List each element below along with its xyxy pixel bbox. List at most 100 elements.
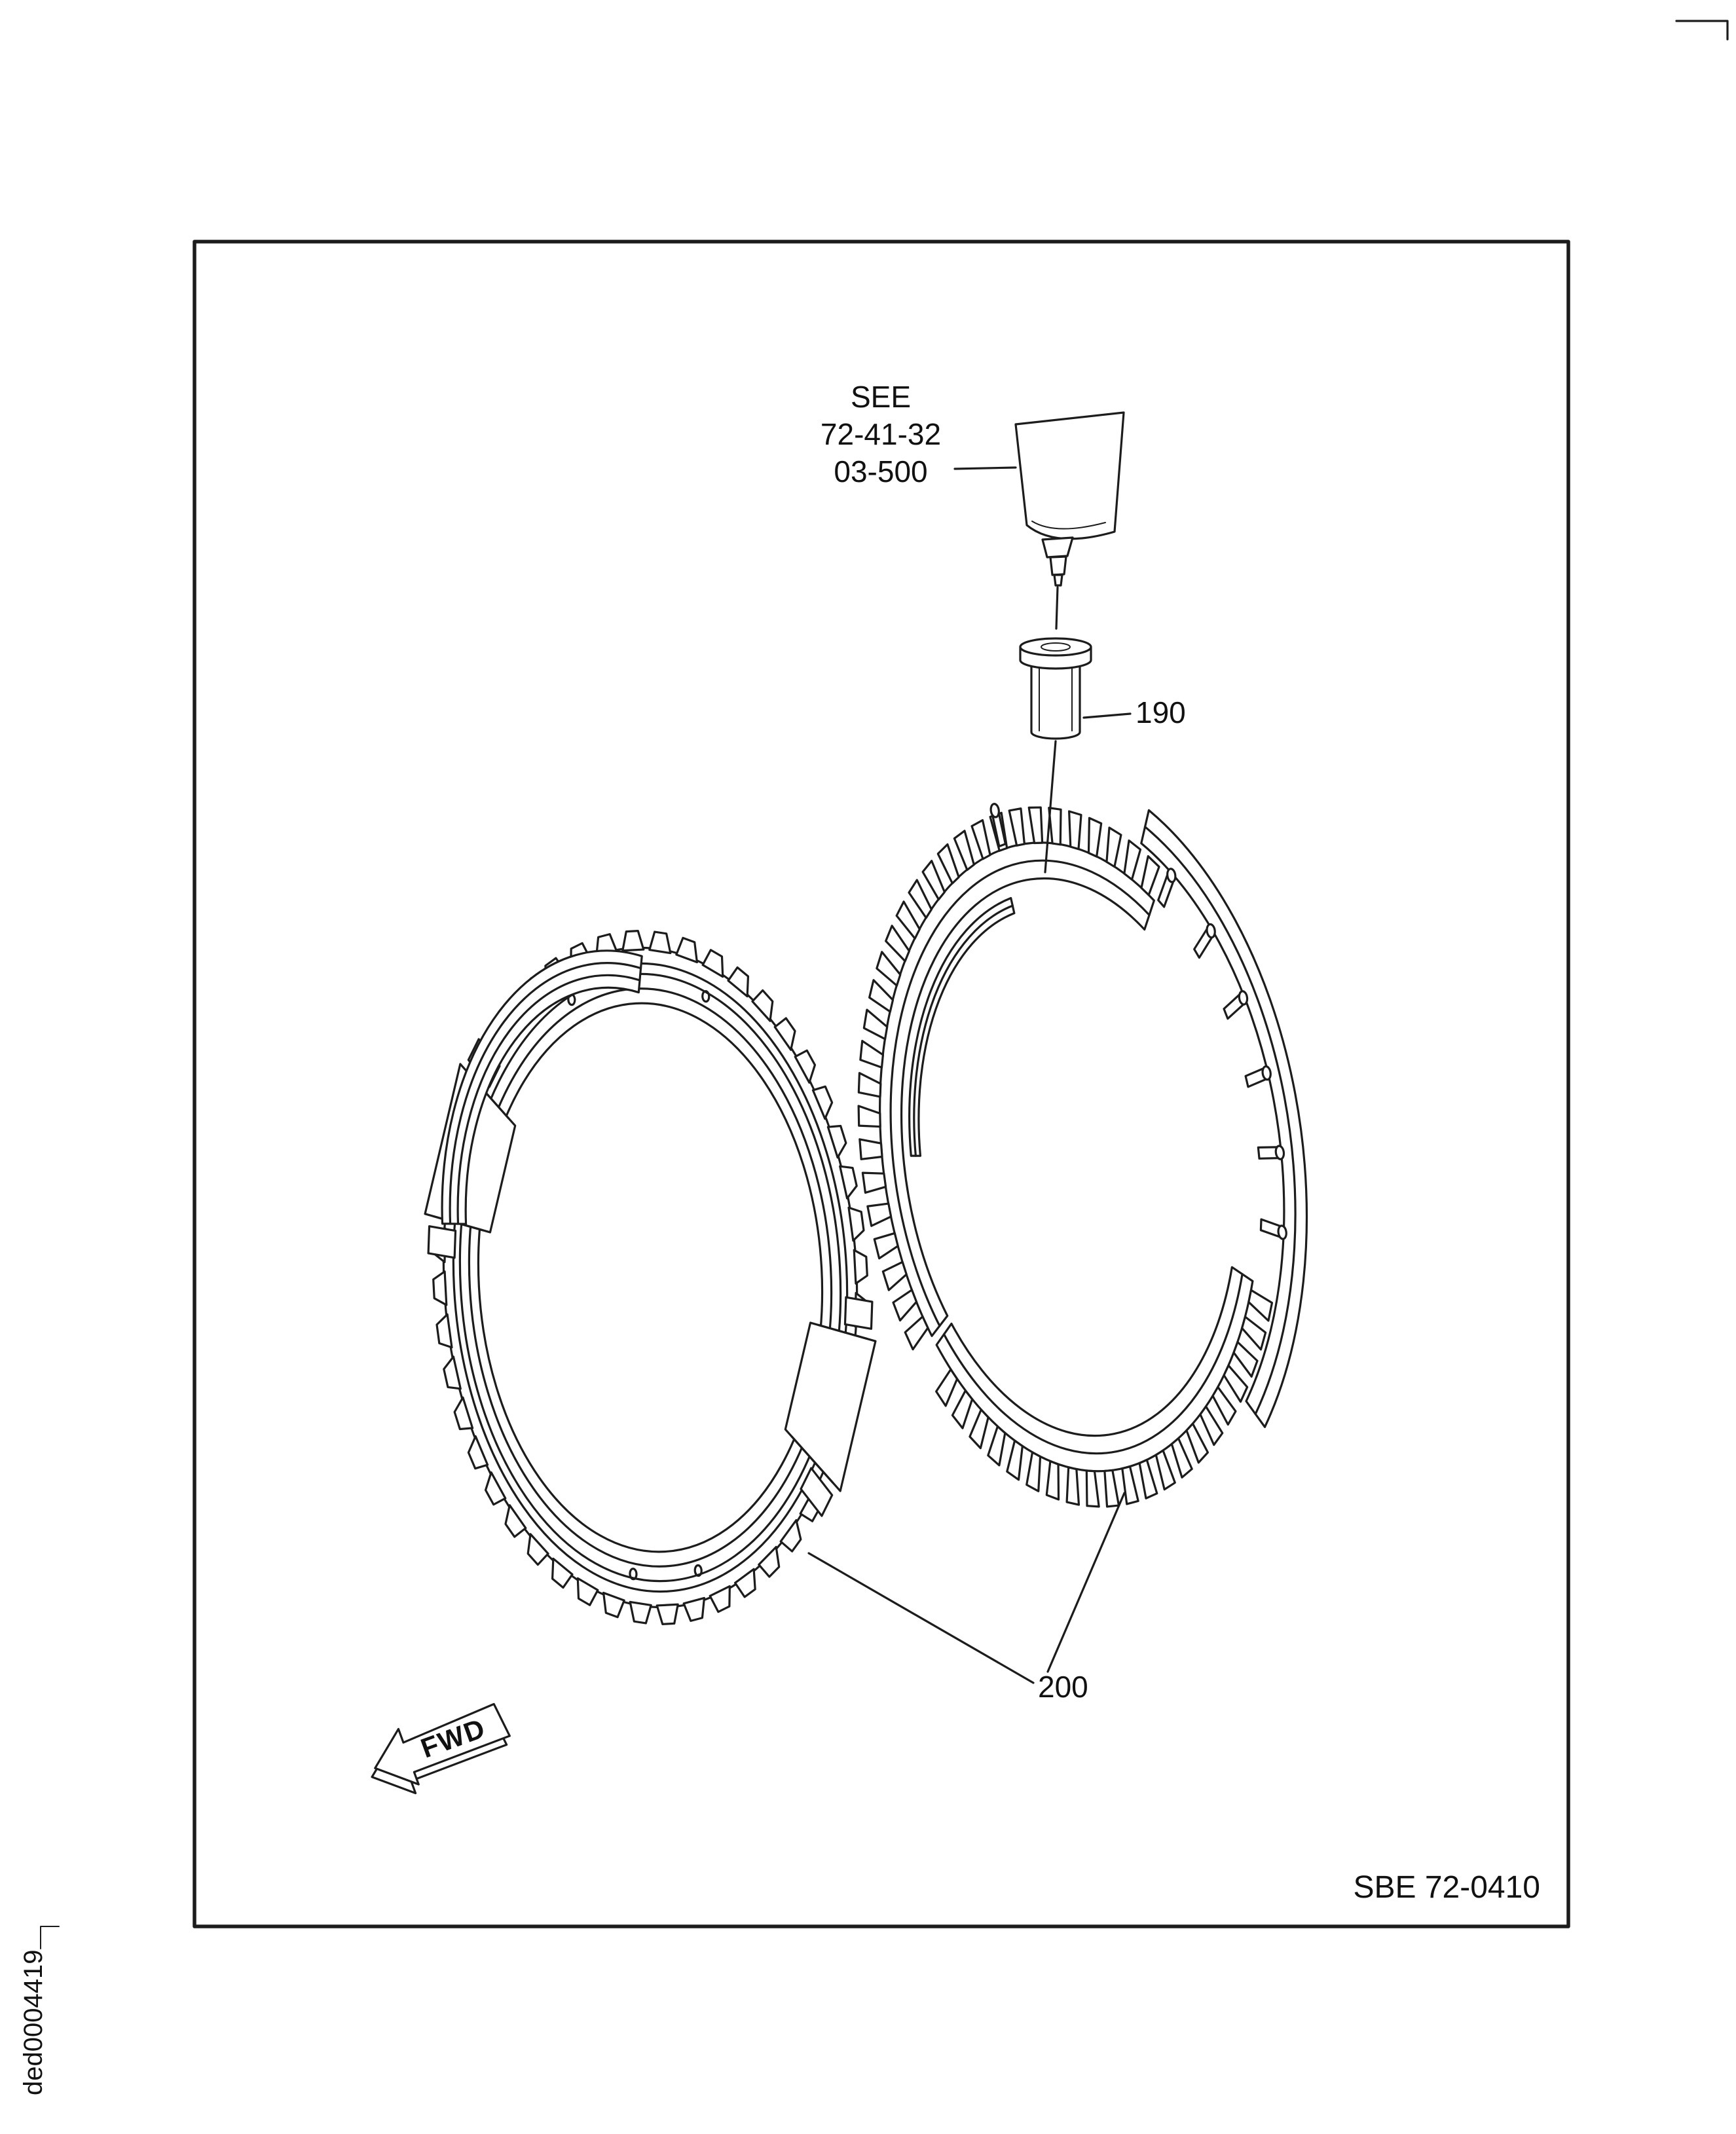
scallop-tooth <box>527 1534 549 1566</box>
vane-tooth <box>1042 1460 1063 1501</box>
leader-200-right <box>1048 1493 1124 1672</box>
vane-tooth <box>1232 1340 1259 1378</box>
outer-band <box>1137 796 1341 1433</box>
drip-line <box>1056 587 1058 629</box>
scallop-tooth <box>758 1547 779 1577</box>
vane-tooth <box>1199 1405 1224 1446</box>
tube-shoulder <box>1043 538 1073 557</box>
scallop-tooth <box>630 1601 652 1624</box>
vane-tooth <box>862 1007 889 1042</box>
vane-tooth <box>1082 1469 1099 1508</box>
grommet-flange-top <box>1020 638 1091 655</box>
vane-tooth <box>1171 1437 1192 1479</box>
scallop-tooth <box>433 1272 447 1306</box>
vane-tooth <box>1247 1287 1274 1323</box>
leader-190 <box>1084 714 1130 718</box>
vane-tooth <box>1211 1385 1237 1426</box>
grommet-190 <box>1020 638 1091 739</box>
vane-tooth <box>1122 1466 1139 1504</box>
scallop-tooth <box>828 1126 847 1158</box>
vane-tooth <box>1062 1466 1082 1506</box>
vane-tooth <box>859 1137 883 1160</box>
vane-tooth <box>858 1039 885 1071</box>
vane-tooth <box>953 830 974 871</box>
scallop-tooth <box>436 1314 452 1348</box>
vane-tooth <box>1120 839 1145 881</box>
rivet-hole <box>695 1565 702 1576</box>
scallop-tooth <box>578 1577 599 1606</box>
inner-strip-line <box>883 906 1046 1156</box>
scallop-tooth <box>735 1569 756 1597</box>
tube-tip <box>1054 575 1062 585</box>
vane-tooth <box>1240 1314 1268 1352</box>
upper-segment-line <box>854 846 1202 1329</box>
tube-body <box>1016 413 1124 539</box>
vane-tooth <box>950 1390 976 1429</box>
vane-tooth <box>857 1103 882 1130</box>
pin-cap <box>1275 1145 1285 1160</box>
scallop-tooth <box>648 931 670 954</box>
scallop-tooth <box>795 1050 816 1084</box>
tube-nozzle <box>1050 557 1066 575</box>
inner-band-line <box>433 961 657 1224</box>
band-lug <box>843 1296 874 1330</box>
scallop-tooth <box>709 1586 731 1612</box>
vane-tooth <box>1156 1450 1176 1490</box>
fwd-arrow: FWD <box>360 1694 517 1805</box>
vane-tooth <box>1223 1363 1249 1403</box>
tube-bottom-line <box>1032 521 1105 529</box>
vane-tooth <box>1186 1422 1210 1463</box>
band-inner <box>464 995 836 1561</box>
see-note-line1: SEE <box>851 380 911 414</box>
inner-band-line <box>441 973 656 1224</box>
vane-tooth <box>892 1289 919 1321</box>
vane-tooth <box>1102 1469 1118 1507</box>
scallop-tooth <box>854 1249 868 1283</box>
scallop-tooth <box>840 1166 857 1199</box>
pin-cap <box>1262 1066 1272 1080</box>
applicator-tube <box>1016 413 1124 585</box>
callout-200: 200 <box>1038 1670 1088 1704</box>
vane-tooth <box>1022 1451 1045 1492</box>
scallop-tooth <box>780 1520 802 1552</box>
vane-tooth <box>1029 806 1046 844</box>
pin-cap <box>1238 991 1248 1005</box>
lower-segment-line <box>942 1274 1265 1473</box>
inner-band <box>424 948 660 1226</box>
ring-assembly-right <box>814 768 1349 1534</box>
vane-tooth <box>967 1409 993 1450</box>
vane-tooth <box>895 900 921 940</box>
callout-190: 190 <box>1136 695 1186 729</box>
vane-tooth <box>875 950 902 988</box>
pin-cap <box>1206 924 1216 938</box>
vane-tooth <box>1137 855 1162 896</box>
scallop-tooth <box>813 1086 833 1120</box>
scallop-tooth <box>604 1592 625 1618</box>
scallop-tooth <box>551 1558 573 1589</box>
scallop-tooth <box>443 1356 460 1389</box>
scallop-tooth <box>752 990 773 1022</box>
corner-mark <box>1676 21 1727 39</box>
vane-tooth <box>921 860 946 901</box>
inner-band-half <box>424 948 660 1226</box>
fwd-arrow-body <box>365 1694 515 1796</box>
ring-assembly-left <box>411 919 889 1635</box>
scallop-tooth <box>485 1472 506 1505</box>
scallop-tooth <box>657 1604 678 1624</box>
grommet-bore <box>1041 643 1070 651</box>
vane-tooth <box>884 924 911 963</box>
pin-cap <box>1278 1225 1287 1240</box>
vane-tooth <box>903 1316 931 1350</box>
band-gap-edge <box>819 1323 868 1342</box>
grommet-to-ring-line <box>1045 741 1056 872</box>
vane-tooth <box>867 978 895 1014</box>
figure-code: SBE 72-0410 <box>1353 1870 1540 1905</box>
vane-tooth <box>933 1369 960 1407</box>
rivet-hole <box>702 991 709 1002</box>
vane-tooth <box>868 1204 892 1226</box>
doc-id-text: ded0004419 <box>19 1950 48 2095</box>
pin-cap <box>990 803 1000 818</box>
vane-tooth <box>1084 817 1105 858</box>
scallop-tooth <box>684 1598 705 1621</box>
